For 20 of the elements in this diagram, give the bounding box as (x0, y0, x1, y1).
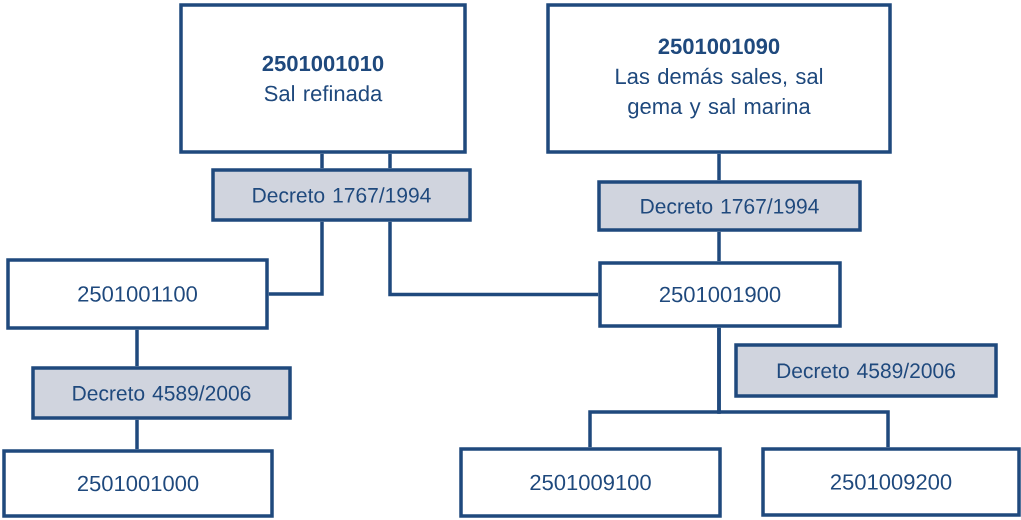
connector-line (717, 231, 721, 262)
connector-line (135, 329, 139, 367)
decree-box: Decreto 4589/2006 (31, 366, 292, 420)
code-box: 2501001900 (598, 261, 842, 328)
connector-line (268, 221, 324, 296)
code-box: 2501009100 (459, 447, 722, 518)
decree-box: Decreto 1767/1994 (211, 168, 472, 222)
connector-line (135, 419, 139, 450)
code-box: 2501001090 Las demás sales, sal gema y sal marina (546, 3, 892, 154)
decree-box: Decreto 1767/1994 (597, 180, 862, 232)
connector-line (717, 327, 890, 448)
connector-line (388, 221, 599, 297)
code-box: 2501001000 (2, 449, 274, 518)
code-box: 2501009200 (761, 447, 1021, 517)
connector-line (388, 153, 392, 169)
code-box: 2501001100 (6, 258, 269, 330)
connector-line (320, 153, 324, 169)
connector-line (717, 153, 721, 181)
code-box: 2501001010 Sal refinada (179, 3, 467, 154)
decree-box: Decreto 4589/2006 (734, 343, 998, 398)
